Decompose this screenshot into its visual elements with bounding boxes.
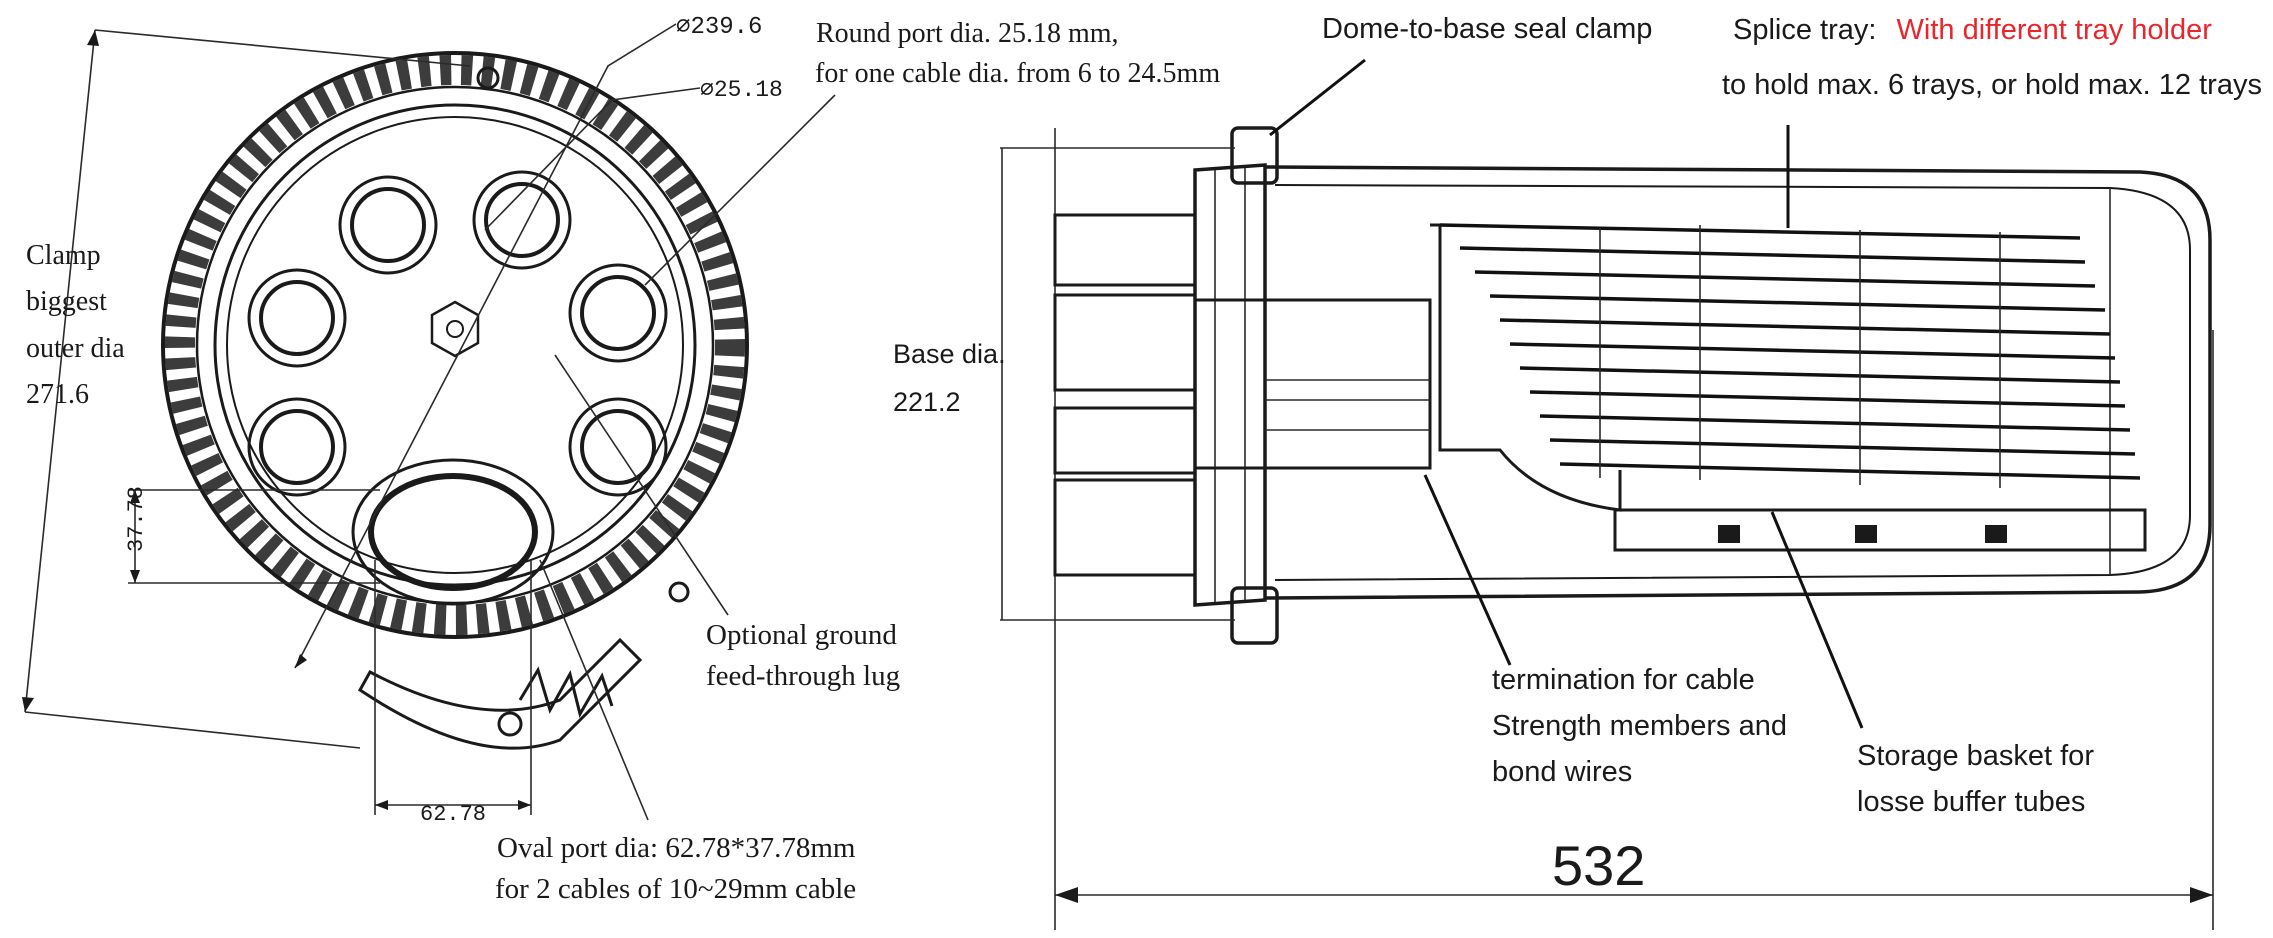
clamp-note-line2: biggest xyxy=(26,286,107,317)
round-port xyxy=(580,275,656,351)
seal-clamp-note: Dome-to-base seal clamp xyxy=(1322,13,1652,45)
round-port xyxy=(259,280,335,356)
clamp-outer-ring xyxy=(161,51,749,639)
termination-note-line3: bond wires xyxy=(1492,756,1632,788)
round-port-note-line2: for one cable dia. from 6 to 24.5mm xyxy=(815,58,1220,89)
dome-inner xyxy=(1274,184,2191,581)
storage-basket xyxy=(1613,508,2147,552)
seal-clamp-bottom xyxy=(1230,586,1279,645)
dim-oval-width: 62.78 xyxy=(420,802,486,827)
center-bolt xyxy=(446,320,464,338)
strength-member-bracket xyxy=(1430,223,1622,512)
splice-tray-note-line1: Splice tray: With different tray holder xyxy=(1733,14,2212,46)
oval-port-outer xyxy=(351,458,555,606)
clamp-note-line4: 271.6 xyxy=(26,379,89,410)
splice-tray-label: Splice tray: xyxy=(1733,14,1876,46)
clamp-screw xyxy=(668,581,690,603)
port-tube xyxy=(1053,406,1197,475)
dim-oval-height: 37.78 xyxy=(124,486,149,552)
round-port xyxy=(568,263,668,363)
clamp-segment-band xyxy=(165,55,745,635)
round-port xyxy=(247,397,347,497)
base-dia-label-line2: 221.2 xyxy=(893,387,961,417)
round-port xyxy=(247,268,347,368)
round-port xyxy=(338,175,438,275)
termination-note-line1: termination for cable xyxy=(1492,664,1755,696)
ground-lug-note-line2: feed-through lug xyxy=(706,660,900,692)
splice-tray-stack xyxy=(1439,223,2141,488)
clamp-lever-teeth xyxy=(518,666,614,718)
splice-tray-holder-note: With different tray holder xyxy=(1897,14,2213,46)
base-dia-label-line1: Base dia. xyxy=(893,339,1006,369)
port-tube xyxy=(1053,213,1197,287)
dome-outer xyxy=(1264,165,2212,600)
oval-port-inner xyxy=(368,473,538,591)
dim-clamp-diameter: ⌀239.6 xyxy=(676,14,762,41)
oval-port-note-line2: for 2 cables of 10~29mm cable xyxy=(495,873,856,905)
end-view: 37.78 62.78 ⌀239.6 ⌀25.18 Round port dia… xyxy=(22,14,1220,905)
clamp-note-line1: Clamp xyxy=(26,240,101,271)
base-face-inner xyxy=(226,116,684,574)
storage-basket-note-line1: Storage basket for xyxy=(1857,740,2094,772)
round-port xyxy=(472,170,572,270)
round-port xyxy=(350,187,426,263)
clamp-lever-screw xyxy=(497,711,523,737)
round-port xyxy=(484,182,560,258)
round-port xyxy=(568,397,668,497)
base-body xyxy=(1193,163,1267,607)
side-view: Base dia. 221.2 532 Dome-to-base seal cl… xyxy=(893,13,2262,930)
storage-basket-note-line2: losse buffer tubes xyxy=(1857,786,2085,818)
round-port xyxy=(259,409,335,485)
round-port-note-line1: Round port dia. 25.18 mm, xyxy=(816,18,1119,49)
port-tube xyxy=(1053,293,1197,392)
clamp-note-line3: outer dia xyxy=(26,333,125,364)
oval-port-note-line1: Oval port dia: 62.78*37.78mm xyxy=(497,832,856,864)
port-tube xyxy=(1053,478,1197,577)
round-ports xyxy=(247,170,668,497)
dim-length: 532 xyxy=(1552,834,1645,897)
seal-clamp-top xyxy=(1230,126,1279,185)
splice-tray-note-line2: to hold max. 6 trays, or hold max. 12 tr… xyxy=(1722,69,2262,101)
round-port xyxy=(580,409,656,485)
clamp-lever xyxy=(358,637,643,750)
dim-round-port-diameter: ⌀25.18 xyxy=(700,77,783,103)
clamp-screw xyxy=(476,66,500,90)
inner-bracket xyxy=(1195,298,1432,470)
termination-note-line2: Strength members and xyxy=(1492,710,1787,742)
base-face-outer xyxy=(213,103,697,587)
ground-lug-note-line1: Optional ground xyxy=(706,619,897,651)
